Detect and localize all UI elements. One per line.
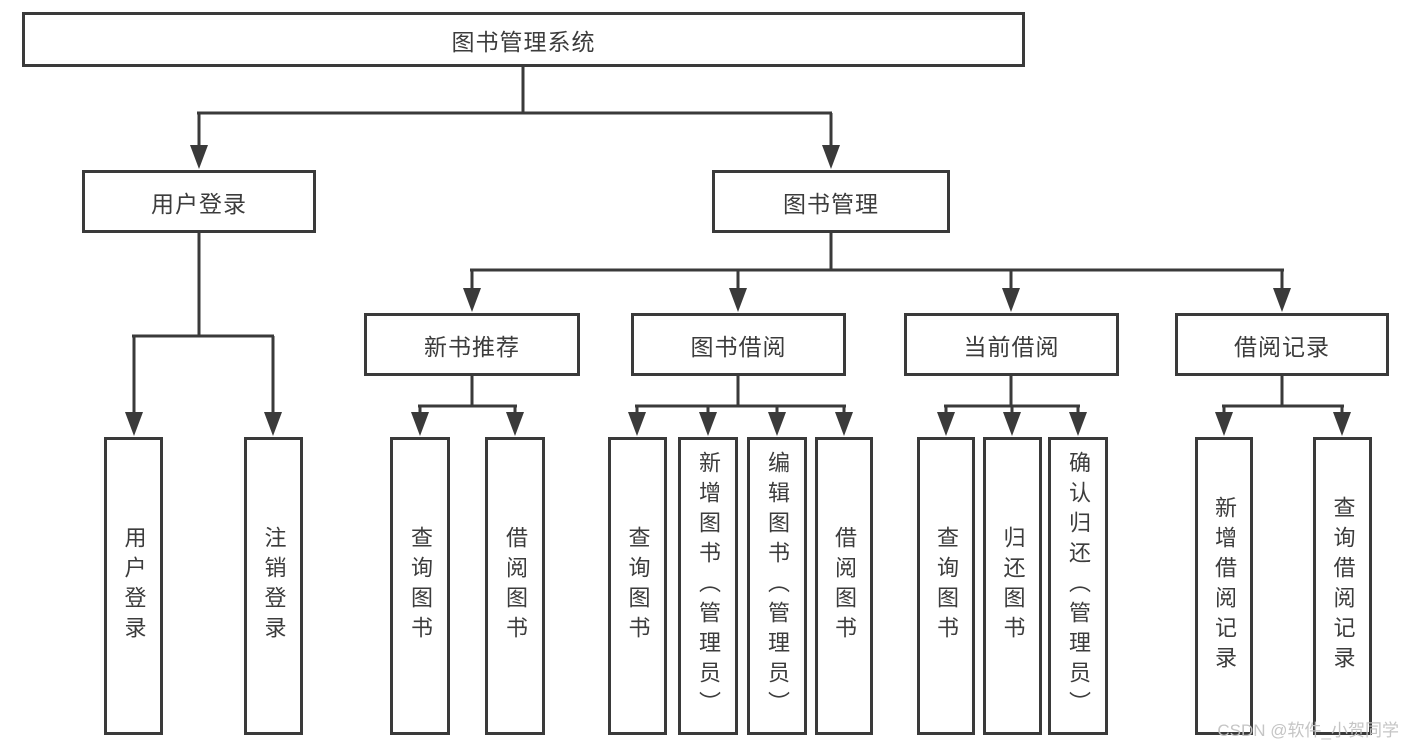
leaf-return-books-label: 归还图书	[1000, 526, 1026, 646]
leaf-query-borrow-record: 查询借阅记录	[1313, 437, 1372, 735]
leaf-query-borrow-record-label: 查询借阅记录	[1330, 496, 1356, 676]
arrowhead-down	[729, 288, 747, 312]
leaf-add-books-admin-label: 新增图书（管理员）	[696, 451, 721, 721]
arrowhead-down	[1003, 412, 1021, 436]
arrowhead-down	[125, 412, 143, 436]
arrowhead-down	[822, 145, 840, 169]
csdn-watermark: CSDN @软件_小贺同学	[1217, 721, 1399, 740]
leaf-confirm-return-admin-label: 确认归还（管理员）	[1066, 451, 1091, 721]
connector-book-borrow-children	[628, 376, 853, 436]
leaf-edit-books-admin: 编辑图书（管理员）	[747, 437, 807, 735]
node-user-login-label: 用户登录	[151, 190, 247, 217]
leaf-user-login: 用户登录	[104, 437, 163, 735]
arrowhead-down	[264, 412, 282, 436]
leaf-borrow-books-2-label: 借阅图书	[832, 526, 857, 646]
node-new-book-recommend-label: 新书推荐	[424, 333, 520, 360]
node-borrow-record-label: 借阅记录	[1234, 333, 1330, 360]
arrowhead-down	[1002, 288, 1020, 312]
leaf-query-books-3: 查询图书	[917, 437, 975, 735]
node-book-borrow-label: 图书借阅	[690, 333, 787, 360]
leaf-user-login-label: 用户登录	[121, 526, 147, 646]
leaf-query-books-3-label: 查询图书	[934, 526, 959, 646]
node-root: 图书管理系统	[22, 12, 1025, 67]
node-book-borrow: 图书借阅	[631, 313, 846, 376]
leaf-confirm-return-admin: 确认归还（管理员）	[1048, 437, 1108, 735]
arrowhead-down	[1273, 288, 1291, 312]
arrowhead-down	[1215, 412, 1233, 436]
leaf-query-books-2: 查询图书	[608, 437, 667, 735]
arrowhead-down	[190, 145, 208, 169]
leaf-query-books-1: 查询图书	[390, 437, 450, 735]
node-borrow-record: 借阅记录	[1175, 313, 1389, 376]
leaf-edit-books-admin-label: 编辑图书（管理员）	[765, 451, 790, 721]
leaf-borrow-books-1-label: 借阅图书	[503, 526, 528, 646]
arrowhead-down	[506, 412, 524, 436]
leaf-query-books-2-label: 查询图书	[625, 526, 651, 646]
leaf-borrow-books-1: 借阅图书	[485, 437, 545, 735]
arrowhead-down	[1333, 412, 1351, 436]
leaf-add-books-admin: 新增图书（管理员）	[678, 437, 738, 735]
connector-borrow-record-children	[1215, 376, 1351, 436]
leaf-logout-label: 注销登录	[261, 526, 287, 646]
leaf-logout: 注销登录	[244, 437, 303, 735]
node-new-book-recommend: 新书推荐	[364, 313, 580, 376]
arrowhead-down	[699, 412, 717, 436]
arrowhead-down	[1069, 412, 1087, 436]
node-current-borrow-label: 当前借阅	[963, 333, 1060, 360]
arrowhead-down	[835, 412, 853, 436]
connector-root-to-level2	[190, 67, 840, 169]
leaf-add-borrow-record: 新增借阅记录	[1195, 437, 1253, 735]
node-user-login: 用户登录	[82, 170, 316, 233]
connector-current-borrow-children	[937, 376, 1087, 436]
leaf-add-borrow-record-label: 新增借阅记录	[1212, 496, 1237, 676]
node-root-label: 图书管理系统	[451, 28, 596, 55]
arrowhead-down	[463, 288, 481, 312]
arrowhead-down	[768, 412, 786, 436]
arrowhead-down	[628, 412, 646, 436]
connector-new-book-children	[411, 376, 524, 436]
arrowhead-down	[411, 412, 429, 436]
leaf-return-books: 归还图书	[983, 437, 1042, 735]
node-book-management-label: 图书管理	[783, 190, 879, 217]
leaf-borrow-books-2: 借阅图书	[815, 437, 873, 735]
connector-book-management-children	[463, 233, 1291, 312]
node-book-management: 图书管理	[712, 170, 950, 233]
connector-user-login-children	[125, 233, 282, 436]
leaf-query-books-1-label: 查询图书	[408, 526, 433, 646]
node-current-borrow: 当前借阅	[904, 313, 1119, 376]
arrowhead-down	[937, 412, 955, 436]
